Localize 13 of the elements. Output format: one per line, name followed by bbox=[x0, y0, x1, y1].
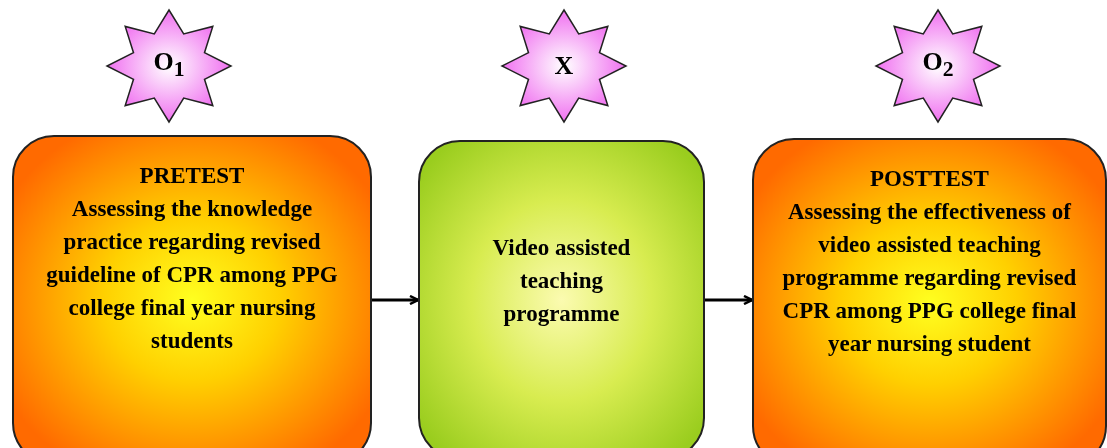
box-heading: PRETEST bbox=[139, 162, 245, 190]
box-text: Assessing the effectiveness of video assisted teaching programme regarding revised CPR among PPG college final year nursing student bbox=[781, 198, 1078, 358]
box-heading: POSTTEST bbox=[870, 165, 989, 193]
arrow bbox=[372, 294, 420, 306]
star-label: X bbox=[554, 51, 574, 81]
star-label: O$_{1}$ bbox=[153, 47, 185, 84]
box-text: Video assisted teaching programme bbox=[491, 233, 632, 328]
rounded-box bbox=[12, 135, 372, 448]
star-label: O$_{2}$ bbox=[922, 47, 954, 84]
box-text: Assessing the knowledge practice regarding revised guideline of CPR among PPG college final year nursing students bbox=[45, 195, 339, 355]
rounded-box bbox=[418, 140, 705, 448]
rounded-box bbox=[752, 138, 1107, 448]
arrow bbox=[705, 294, 754, 306]
